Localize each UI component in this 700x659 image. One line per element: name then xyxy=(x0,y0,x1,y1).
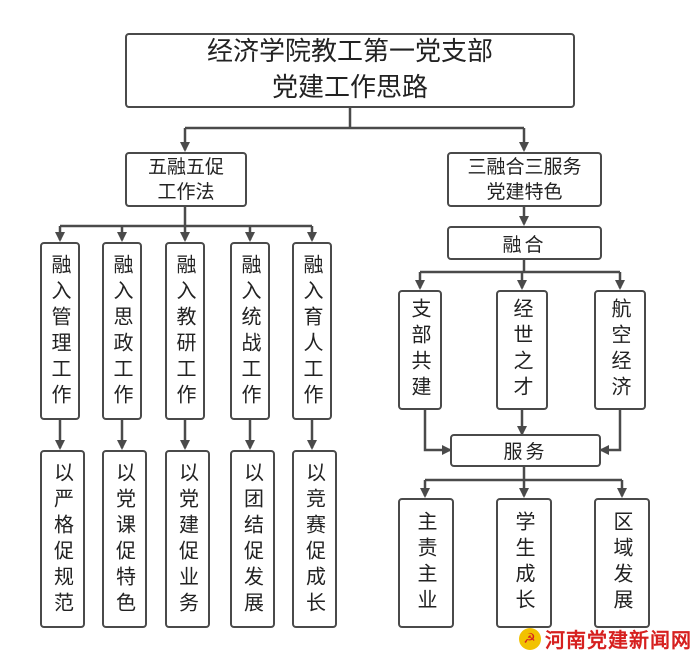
service-item-2-text: 学生成长 xyxy=(512,511,536,615)
service-item-2: 学生成长 xyxy=(496,498,552,628)
left-column-bottom-4: 以团结促发展 xyxy=(230,450,275,628)
left-column-top-5: 融入育人工作 xyxy=(292,242,332,420)
left-column-bottom-4-text: 以团结促发展 xyxy=(240,462,265,618)
left-column-bottom-2: 以党课促特色 xyxy=(102,450,147,628)
service-item-1-text: 主责主业 xyxy=(414,511,438,615)
service-label: 服务 xyxy=(503,441,548,463)
left-column-bottom-1: 以严格促规范 xyxy=(40,450,85,628)
left-column-top-5-text: 融入育人工作 xyxy=(300,254,324,410)
right-branch-box: 三融合三服务 党建特色 xyxy=(447,152,602,207)
fusion-item-1-text: 支部共建 xyxy=(408,298,432,402)
title-box: 经济学院教工第一党支部 党建工作思路 xyxy=(125,33,575,108)
left-branch-line2: 工作法 xyxy=(157,180,215,203)
title-line2: 党建工作思路 xyxy=(271,72,428,103)
title-line1: 经济学院教工第一党支部 xyxy=(206,37,493,68)
service-item-3: 区域发展 xyxy=(594,498,650,628)
fusion-item-3: 航空经济 xyxy=(594,290,646,410)
fusion-item-2-text: 经世之才 xyxy=(510,298,534,402)
left-column-top-3: 融入教研工作 xyxy=(165,242,205,420)
left-column-top-3-text: 融入教研工作 xyxy=(173,254,197,410)
fusion-box: 融合 xyxy=(447,226,602,260)
watermark-text: 河南党建新闻网 xyxy=(545,628,692,652)
left-column-bottom-5: 以竞赛促成长 xyxy=(292,450,337,628)
left-column-bottom-1-text: 以严格促规范 xyxy=(50,462,75,618)
left-column-bottom-3: 以党建促业务 xyxy=(165,450,210,628)
service-item-3-text: 区域发展 xyxy=(610,511,634,615)
left-column-bottom-3-text: 以党建促业务 xyxy=(175,462,200,618)
left-column-top-4: 融入统战工作 xyxy=(230,242,270,420)
service-box: 服务 xyxy=(450,434,601,467)
party-emblem-icon: ☭ xyxy=(519,627,541,650)
left-column-bottom-5-text: 以竞赛促成长 xyxy=(302,462,327,618)
watermark-logo: ☭ 河南党建新闻网 xyxy=(519,624,692,653)
left-column-top-4-text: 融入统战工作 xyxy=(238,254,262,410)
left-branch-line1: 五融五促 xyxy=(147,155,224,178)
left-column-bottom-2-text: 以党课促特色 xyxy=(112,462,137,618)
fusion-label: 融合 xyxy=(502,233,547,256)
right-branch-line2: 党建特色 xyxy=(486,180,563,203)
left-column-top-1: 融入管理工作 xyxy=(40,242,80,420)
left-branch-box: 五融五促 工作法 xyxy=(125,152,247,207)
fusion-item-2: 经世之才 xyxy=(496,290,548,410)
fusion-item-3-text: 航空经济 xyxy=(608,298,632,402)
left-column-top-2-text: 融入思政工作 xyxy=(110,254,134,410)
left-column-top-2: 融入思政工作 xyxy=(102,242,142,420)
right-branch-line1: 三融合三服务 xyxy=(467,155,582,178)
fusion-item-1: 支部共建 xyxy=(398,290,442,410)
left-column-top-1-text: 融入管理工作 xyxy=(48,254,72,410)
service-item-1: 主责主业 xyxy=(398,498,454,628)
